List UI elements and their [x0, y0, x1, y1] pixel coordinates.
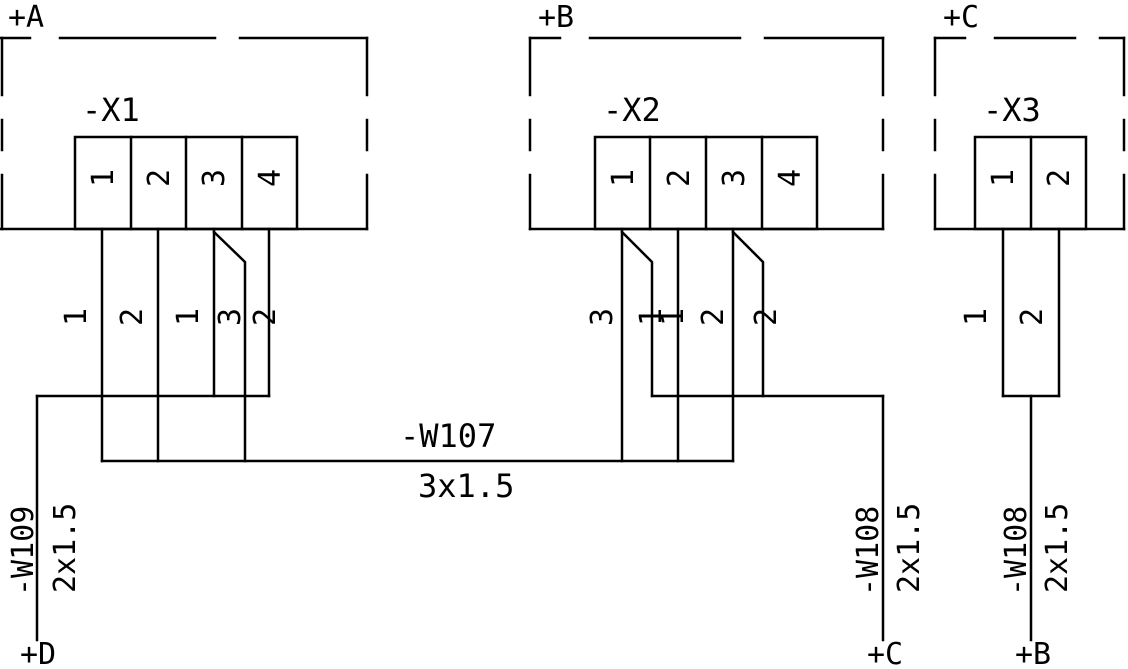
x2-core-2: 1 [634, 308, 669, 326]
x2-core-4: 2 [696, 308, 731, 326]
x1-pin-2: 2 [142, 169, 177, 187]
connector-label-x2: -X2 [603, 91, 661, 129]
location-box-c: +C [933, 0, 1126, 231]
connector-label-x1: -X1 [82, 91, 140, 129]
cable-w108-c-spec: 2x1.5 [892, 503, 927, 593]
x2-pin-1: 1 [606, 169, 641, 187]
x1-pin-4: 4 [253, 169, 288, 187]
x1-wiring: 1 2 1 3 2 [35, 227, 283, 642]
cable-w108-c-name: -W108 [851, 506, 886, 596]
x1-pin-1: 1 [86, 169, 121, 187]
connector-x3: -X3 1 2 [973, 91, 1088, 231]
cable-w107-spec: 3x1.5 [418, 467, 514, 505]
location-label-d-end: +D [20, 637, 56, 669]
x1-core-1: 1 [59, 308, 94, 326]
cable-w109: -W109 2x1.5 +D [6, 503, 83, 669]
cable-w107: -W107 3x1.5 [100, 417, 735, 505]
x1-core-2: 2 [115, 308, 150, 326]
x2-pin-3: 3 [717, 169, 752, 187]
cable-w109-spec: 2x1.5 [48, 503, 83, 593]
x3-pin-2: 2 [1042, 169, 1077, 187]
x1-core-4: 3 [213, 308, 248, 326]
location-label-c-end: +C [867, 637, 903, 669]
x1-core-5: 2 [248, 308, 283, 326]
location-label-b-end: +B [1015, 637, 1051, 669]
cable-w108-b-spec: 2x1.5 [1040, 503, 1075, 593]
x2-core-1: 3 [585, 308, 620, 326]
x1-pin-3: 3 [197, 169, 232, 187]
x1-core-3: 1 [171, 308, 206, 326]
cable-w109-name: -W109 [6, 506, 41, 596]
x2-pin-2: 2 [662, 169, 697, 187]
connector-x1: -X1 1 2 3 4 [73, 91, 299, 231]
x2-pin-4: 4 [773, 169, 808, 187]
cable-w108-b-name: -W108 [999, 506, 1034, 596]
x2-core-5: 2 [749, 308, 784, 326]
connector-label-x3: -X3 [983, 91, 1041, 129]
location-label-a: +A [8, 0, 44, 35]
cable-w107-name: -W107 [400, 417, 496, 455]
x2-core-3: 1 [656, 308, 691, 326]
location-label-c: +C [943, 0, 979, 35]
x3-core-2: 2 [1015, 308, 1050, 326]
x3-wiring: 1 2 -W108 2x1.5 +B [959, 227, 1075, 669]
location-box-a: +A [0, 0, 369, 231]
x3-core-1: 1 [959, 308, 994, 326]
location-label-b: +B [538, 0, 574, 35]
cable-w108-c: -W108 2x1.5 +C [851, 503, 927, 669]
x3-pin-1: 1 [986, 169, 1021, 187]
x2-wiring: 3 1 1 2 2 [585, 227, 885, 642]
connector-x2: -X2 1 2 3 4 [593, 91, 819, 231]
